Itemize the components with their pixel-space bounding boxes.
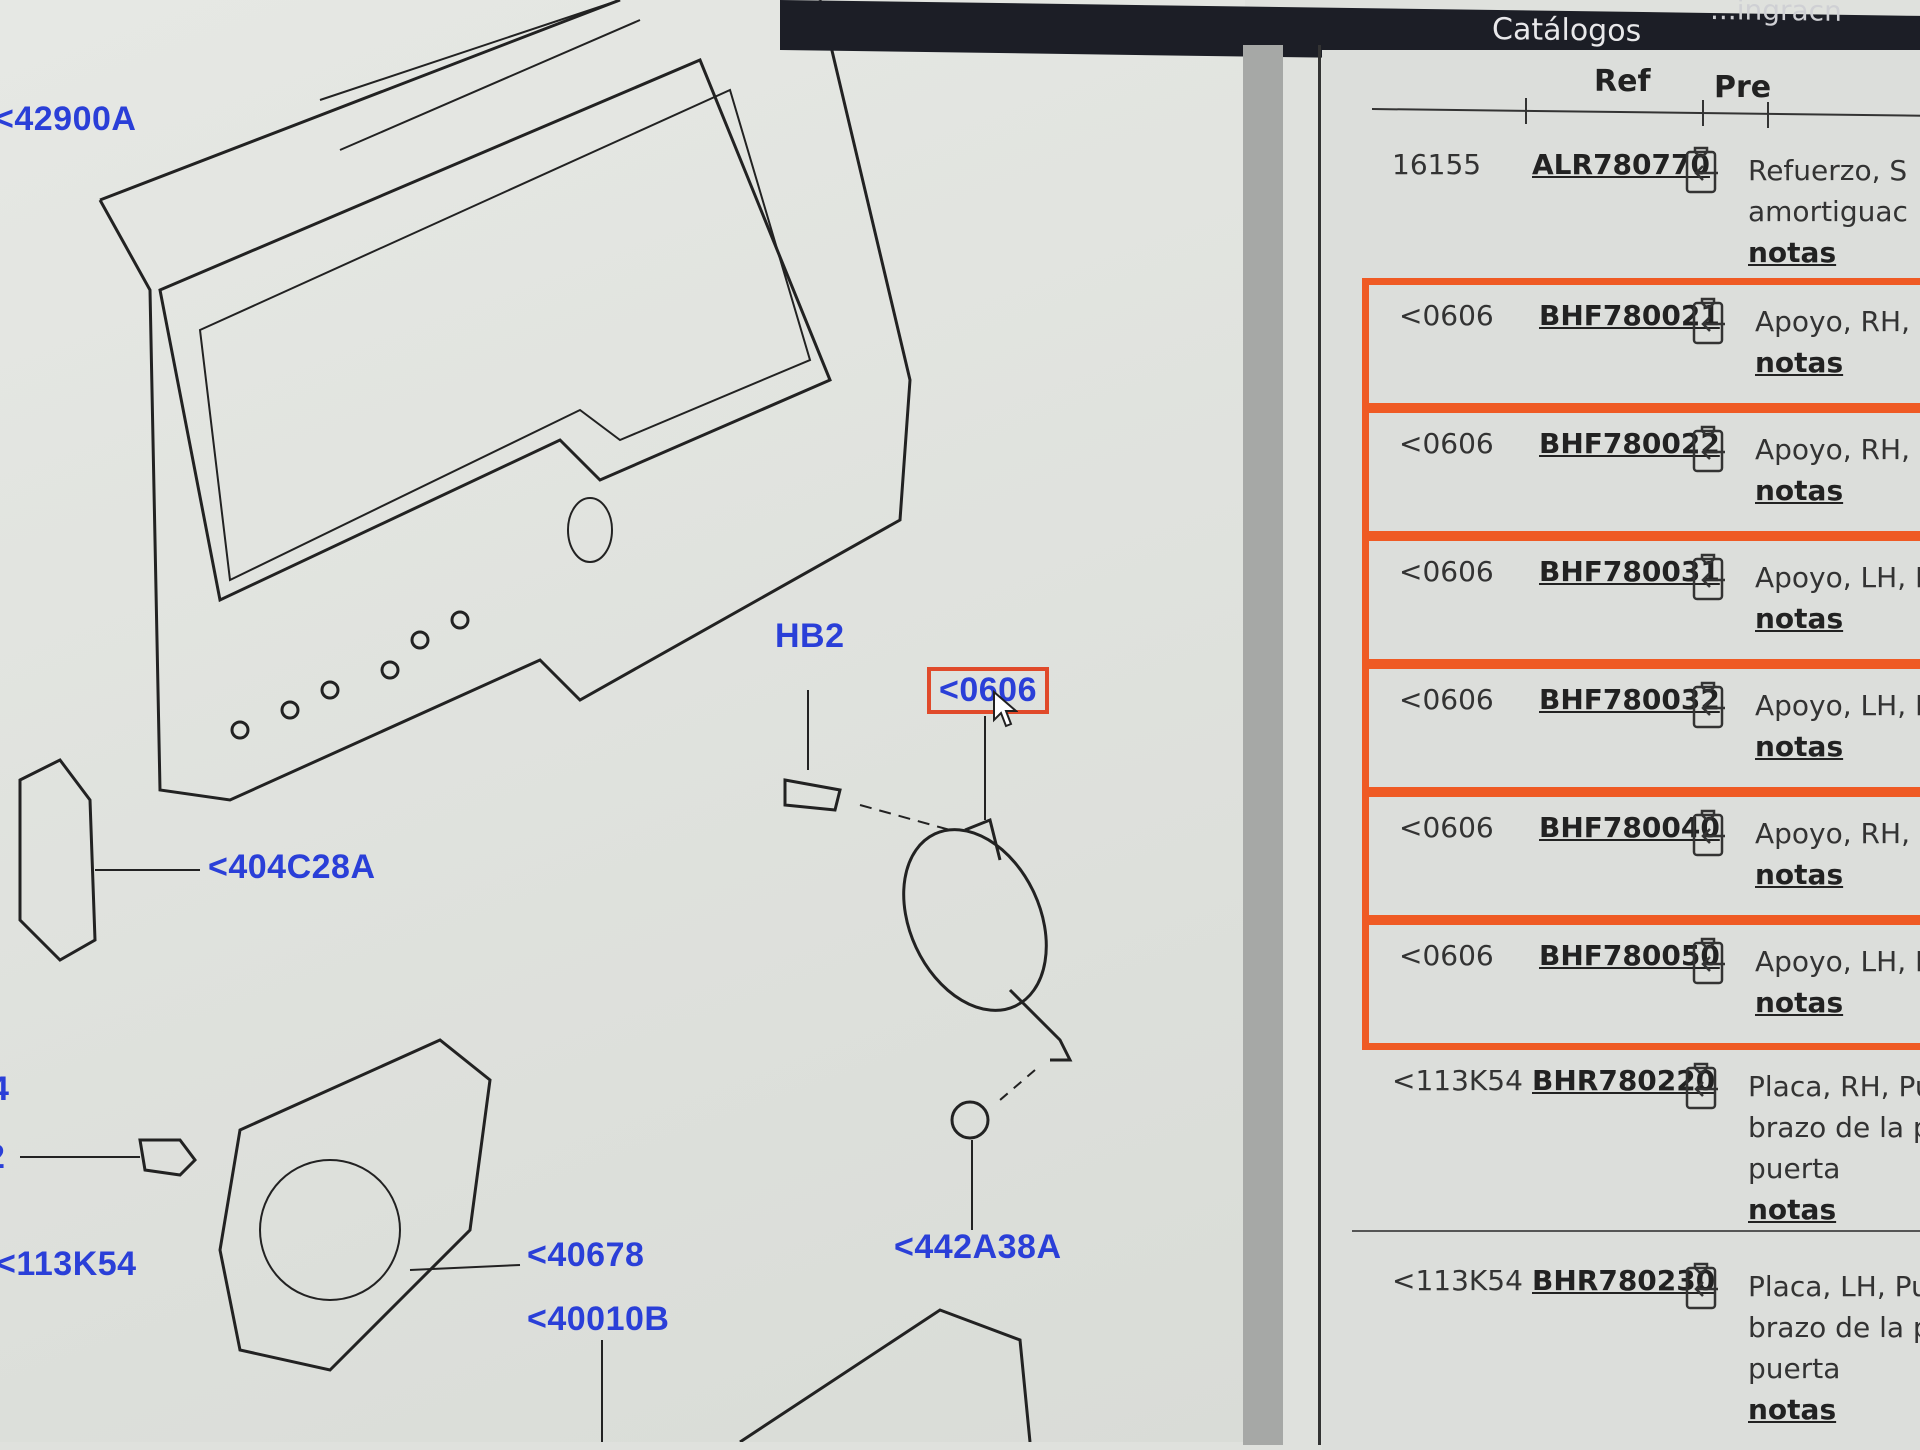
- table-row-highlighted[interactable]: <0606 BHF780031 Apoyo, LH, F notas: [1362, 534, 1920, 666]
- notes-link[interactable]: notas: [1748, 1393, 1837, 1426]
- description-line: Apoyo, LH, P: [1755, 945, 1920, 978]
- callout-40010b[interactable]: <40010B: [527, 1300, 670, 1338]
- clipboard-arrow-icon[interactable]: [1691, 553, 1727, 601]
- clipboard-arrow-icon[interactable]: [1691, 297, 1727, 345]
- description-line: Placa, RH, Pu: [1748, 1070, 1920, 1103]
- column-resize-handle[interactable]: [1702, 100, 1704, 126]
- description-line: brazo de la p: [1748, 1111, 1920, 1144]
- table-row-highlighted[interactable]: <0606 BHF780032 Apoyo, LH, F notas: [1362, 662, 1920, 794]
- part-description: Apoyo, LH, F notas: [1755, 685, 1920, 767]
- table-row[interactable]: 16155 ALR780770 Refuerzo, S amortiguac notas: [1362, 134, 1920, 269]
- row-number: <0606: [1399, 299, 1494, 332]
- column-resize-handle[interactable]: [1525, 98, 1527, 124]
- clipboard-arrow-icon[interactable]: [1691, 937, 1727, 985]
- description-line: amortiguac: [1748, 195, 1908, 228]
- row-number: <113K54: [1392, 1264, 1523, 1297]
- row-number: <0606: [1399, 939, 1494, 972]
- callout-0606-highlighted[interactable]: <0606: [927, 667, 1049, 714]
- callout-404c28a[interactable]: <404C28A: [208, 848, 376, 886]
- callout-hb2[interactable]: HB2: [775, 617, 845, 655]
- parts-diagram: <42900A HB2 <0606 <404C28A <113K54 <4067…: [0, 0, 1245, 1442]
- column-resize-handle[interactable]: [1767, 102, 1769, 128]
- part-description: Placa, RH, Pu brazo de la p puerta notas: [1748, 1066, 1920, 1230]
- part-description: Apoyo, LH, P notas: [1755, 941, 1920, 1023]
- row-number: <113K54: [1392, 1064, 1523, 1097]
- exploded-view-drawing: [18, 0, 1073, 1442]
- part-description: Refuerzo, S amortiguac notas: [1748, 150, 1908, 273]
- notes-link[interactable]: notas: [1755, 730, 1844, 763]
- description-line: Apoyo, LH, F: [1755, 561, 1920, 594]
- column-header-ref[interactable]: Ref: [1594, 64, 1651, 99]
- notes-link[interactable]: notas: [1748, 1193, 1837, 1226]
- part-ref-link[interactable]: BHF780021: [1539, 299, 1720, 332]
- description-line: puerta: [1748, 1352, 1841, 1385]
- callout-partial-4[interactable]: 4: [0, 1070, 9, 1109]
- description-line: brazo de la pa: [1748, 1311, 1920, 1344]
- mouse-cursor-icon: [993, 690, 1018, 728]
- row-number: <0606: [1399, 811, 1494, 844]
- part-description: Apoyo, LH, F notas: [1755, 557, 1920, 639]
- clipboard-arrow-icon[interactable]: [1691, 681, 1727, 729]
- table-row[interactable]: <113K54 BHR780230 Placa, LH, Pur brazo de l…: [1362, 1250, 1920, 1440]
- row-number: <0606: [1399, 683, 1494, 716]
- row-number: <0606: [1399, 555, 1494, 588]
- part-description: Apoyo, RH, notas: [1755, 301, 1910, 383]
- table-row-highlighted[interactable]: <0606 BHF780022 Apoyo, RH, notas: [1362, 406, 1920, 538]
- callout-442a38a[interactable]: <442A38A: [894, 1228, 1062, 1266]
- table-row[interactable]: <113K54 BHR780220 Placa, RH, Pu brazo de la…: [1362, 1050, 1920, 1240]
- part-ref-link[interactable]: BHR780220: [1532, 1064, 1716, 1097]
- part-ref-link[interactable]: BHF780032: [1539, 683, 1720, 716]
- part-ref-link[interactable]: BHF780050: [1539, 939, 1720, 972]
- description-line: puerta: [1748, 1152, 1841, 1185]
- notes-link[interactable]: notas: [1755, 474, 1844, 507]
- part-ref-link[interactable]: BHF780031: [1539, 555, 1720, 588]
- notes-link[interactable]: notas: [1755, 986, 1844, 1019]
- panel-splitter[interactable]: [1243, 45, 1283, 1445]
- part-ref-link[interactable]: BHR780230: [1532, 1264, 1716, 1297]
- header-divider: [1371, 108, 1920, 117]
- clipboard-arrow-icon[interactable]: [1684, 146, 1720, 194]
- clipboard-arrow-icon[interactable]: [1684, 1262, 1720, 1310]
- part-ref-link[interactable]: BHF780040: [1539, 811, 1720, 844]
- callout-partial-2[interactable]: 2: [0, 1138, 5, 1177]
- row-number: 16155: [1392, 148, 1482, 181]
- part-description: Apoyo, RH, F notas: [1755, 813, 1920, 895]
- notes-link[interactable]: notas: [1755, 346, 1844, 379]
- tab-partial[interactable]: ...ingracn: [1710, 0, 1842, 28]
- clipboard-arrow-icon[interactable]: [1691, 425, 1727, 473]
- parts-table: Ref Pre 16155 ALR780770 Refuerzo, S amortig…: [1322, 50, 1920, 1450]
- part-description: Apoyo, RH, notas: [1755, 429, 1910, 511]
- table-row-highlighted[interactable]: <0606 BHF780021 Apoyo, RH, notas: [1362, 278, 1920, 410]
- description-line: Apoyo, RH,: [1755, 433, 1910, 466]
- notes-link[interactable]: notas: [1755, 602, 1844, 635]
- tab-catalogos[interactable]: Catálogos: [1492, 11, 1642, 50]
- description-line: Apoyo, LH, F: [1755, 689, 1920, 722]
- callout-113k54[interactable]: <113K54: [0, 1245, 137, 1283]
- clipboard-arrow-icon[interactable]: [1684, 1062, 1720, 1110]
- description-line: Placa, LH, Pur: [1748, 1270, 1920, 1303]
- part-ref-link[interactable]: ALR780770: [1532, 148, 1710, 181]
- table-row-highlighted[interactable]: <0606 BHF780050 Apoyo, LH, P notas: [1362, 918, 1920, 1050]
- part-description: Placa, LH, Pur brazo de la pa puerta notas: [1748, 1266, 1920, 1430]
- description-line: Refuerzo, S: [1748, 154, 1908, 187]
- notes-link[interactable]: notas: [1755, 858, 1844, 891]
- description-line: Apoyo, RH, F: [1755, 817, 1920, 850]
- part-ref-link[interactable]: BHF780022: [1539, 427, 1720, 460]
- callout-42900a[interactable]: <42900A: [0, 100, 137, 138]
- column-header-pre[interactable]: Pre: [1714, 70, 1772, 105]
- description-line: Apoyo, RH,: [1755, 305, 1910, 338]
- clipboard-arrow-icon[interactable]: [1691, 809, 1727, 857]
- row-number: <0606: [1399, 427, 1494, 460]
- callout-40678[interactable]: <40678: [527, 1236, 645, 1274]
- table-row-highlighted[interactable]: <0606 BHF780040 Apoyo, RH, F notas: [1362, 790, 1920, 922]
- panel-border: [1318, 45, 1321, 1445]
- notes-link[interactable]: notas: [1748, 236, 1837, 269]
- row-divider: [1352, 1230, 1920, 1232]
